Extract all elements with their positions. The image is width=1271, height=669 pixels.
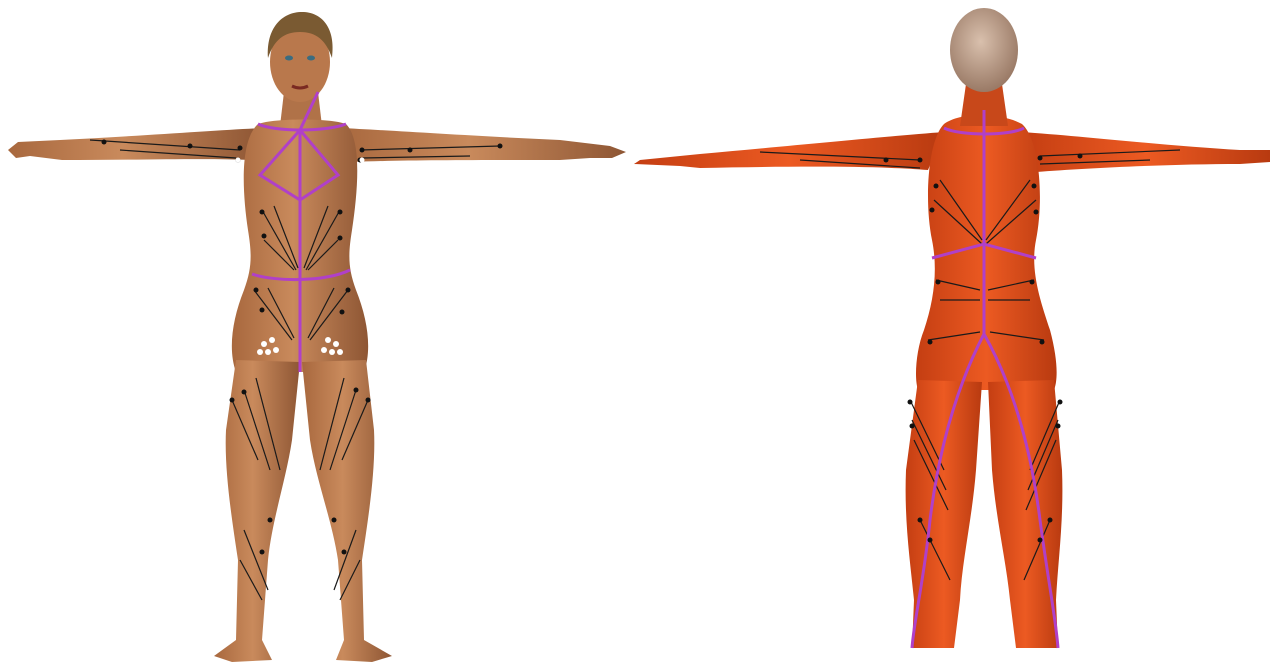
back-torso xyxy=(916,115,1057,390)
front-left-leg xyxy=(214,360,300,662)
front-right-arm xyxy=(340,128,626,162)
back-head xyxy=(950,8,1018,92)
back-view-figure xyxy=(634,8,1270,648)
front-eye-right-icon xyxy=(307,56,315,61)
front-eye-left-icon xyxy=(285,56,293,61)
front-view-figure xyxy=(8,12,626,662)
front-left-arm xyxy=(8,128,262,160)
front-right-leg xyxy=(302,360,392,662)
back-left-arm xyxy=(634,132,944,170)
